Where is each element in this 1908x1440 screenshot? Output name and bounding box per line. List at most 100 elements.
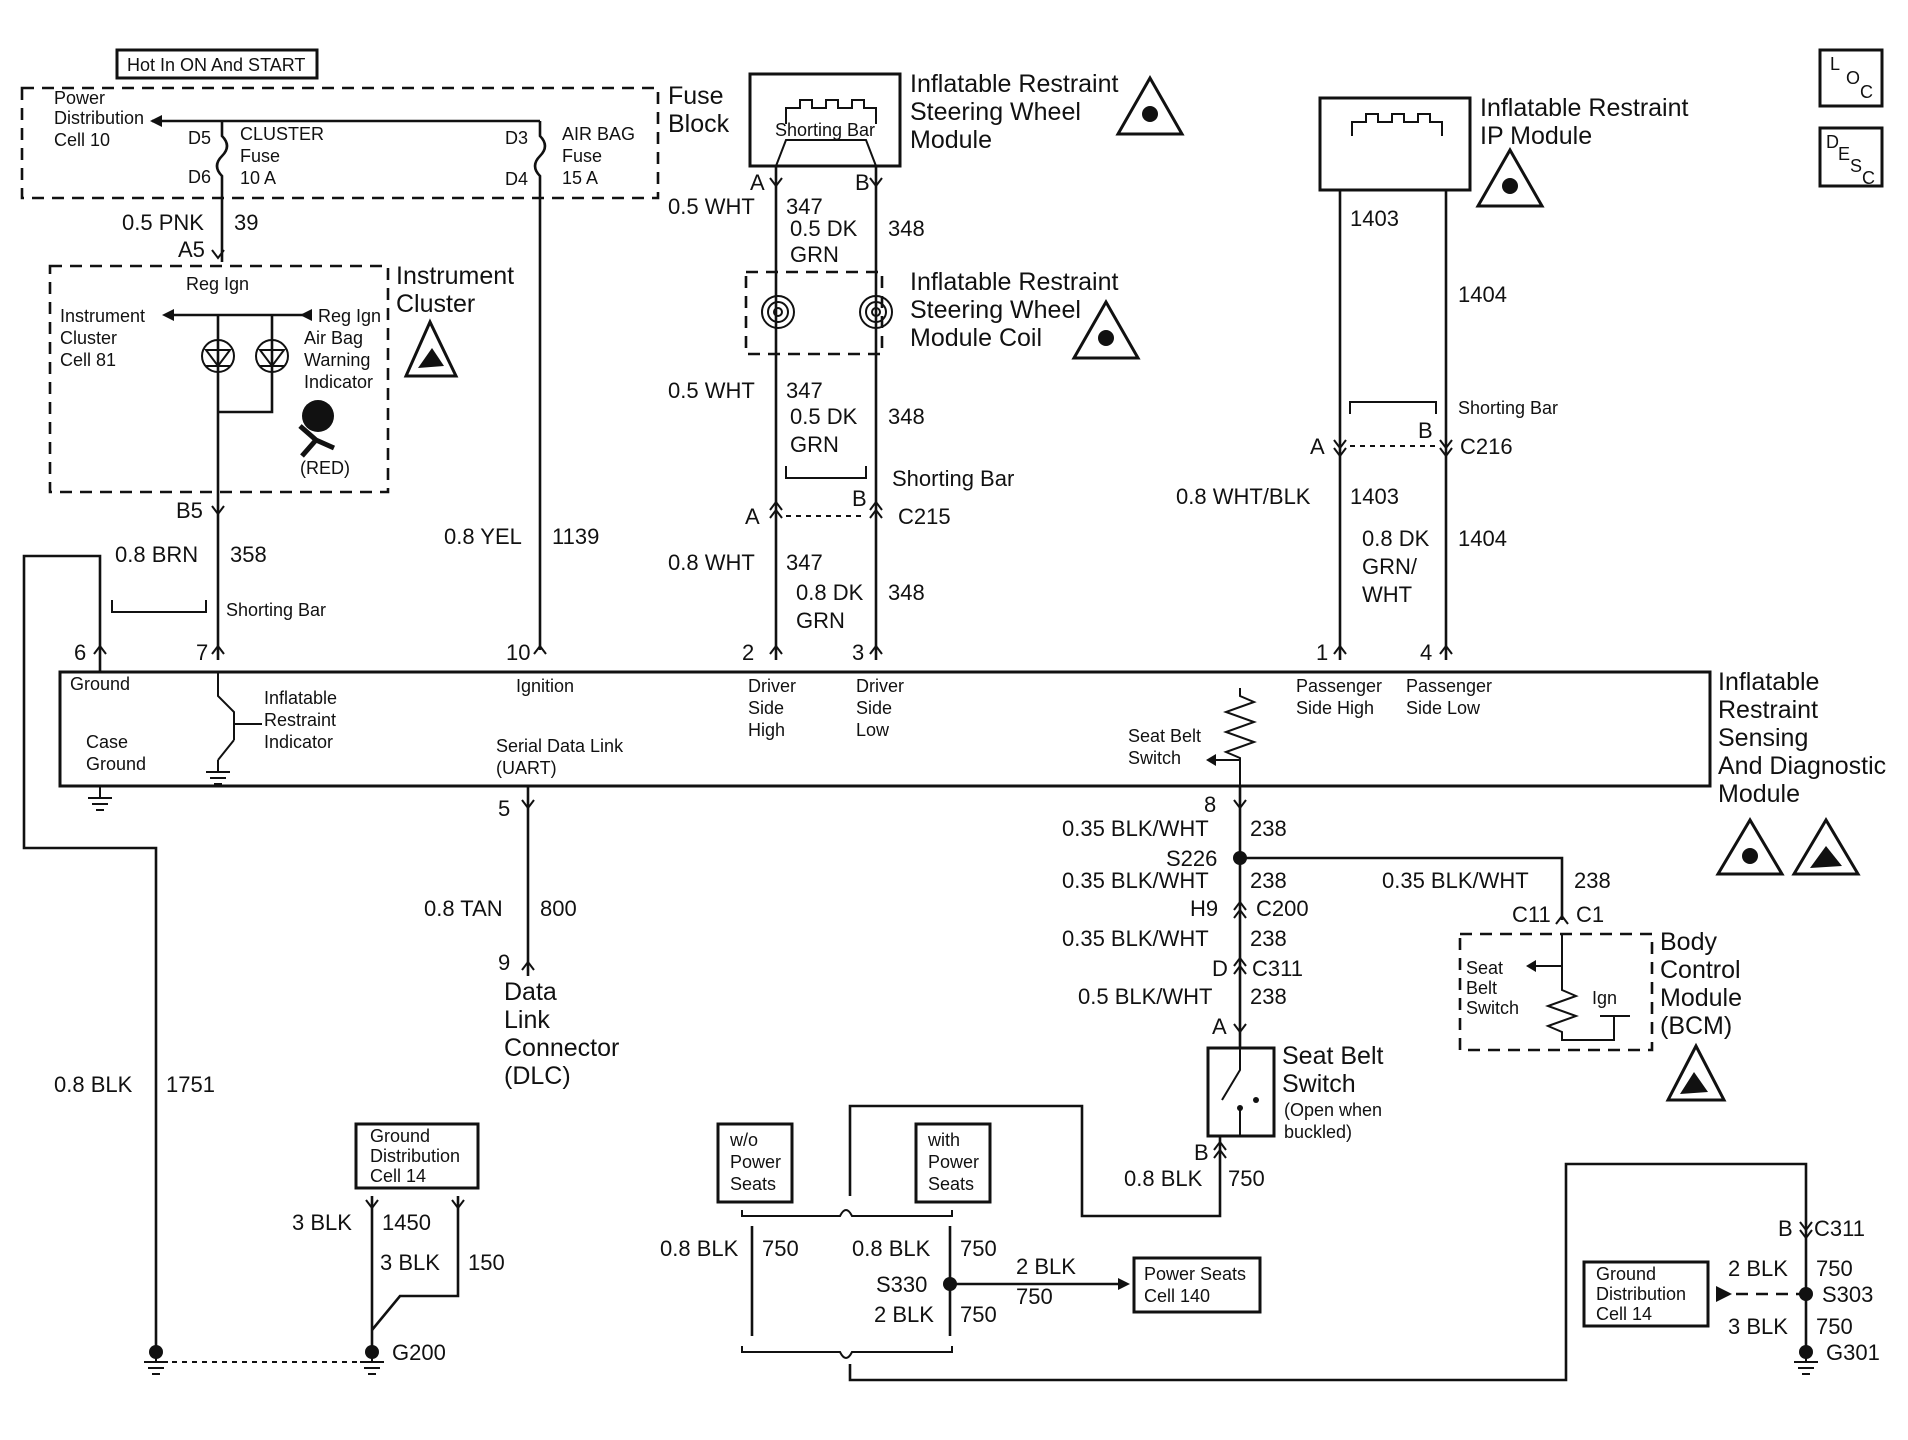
svg-text:O: O	[1846, 68, 1860, 88]
air-bag-warning-label-3: Indicator	[304, 372, 373, 392]
a5-label: A5	[178, 237, 205, 262]
c215-label: C215	[898, 504, 951, 529]
ground-icon	[206, 771, 230, 785]
hot-in-box	[115, 48, 319, 80]
red-label: (RED)	[300, 458, 350, 478]
ground-dist-2-label-3: Cell 14	[1596, 1304, 1652, 1324]
airbag-fuse-label: AIR BAG	[562, 124, 635, 144]
loc-button[interactable]: L O C	[1818, 48, 1884, 108]
d5-label: D5	[188, 128, 211, 148]
sdm-title-5: Module	[1718, 780, 1800, 808]
ground-icon	[1794, 1352, 1818, 1375]
sdm-seat-belt-label-2: Switch	[1128, 748, 1181, 768]
wire-1404-top-label: 1404	[1458, 282, 1507, 307]
wire-150-size: 3 BLK	[380, 1250, 440, 1275]
pin-7-label: 7	[196, 640, 208, 665]
pin-6-label: 6	[74, 640, 86, 665]
bcm-ign-label: Ign	[1592, 988, 1617, 1008]
svg-text:D: D	[1826, 132, 1839, 152]
sdm-iri-label: Inflatable	[264, 688, 337, 708]
wire-800-size: 0.8 TAN	[424, 896, 503, 921]
wo-power-seats-label-3: Seats	[730, 1174, 776, 1194]
wire-750-f-size: 2 BLK	[1728, 1256, 1788, 1281]
wire-750-b-size: 0.8 BLK	[660, 1236, 739, 1261]
sdm-psh-label-2: Side High	[1296, 698, 1374, 718]
switch-contact-icon	[1253, 1097, 1259, 1103]
bcm-seat-belt-label: Seat	[1466, 958, 1503, 978]
airbag-warning-icon-head	[1742, 848, 1758, 864]
instrument-cluster-label-2: Cluster	[396, 290, 475, 318]
c216-a-label: A	[1310, 434, 1325, 459]
wire-800-num: 800	[540, 896, 577, 921]
airbag-warning-icon	[1715, 817, 1785, 876]
pin-a-top-label: A	[750, 170, 765, 195]
esd-warning-icon-hand	[418, 348, 444, 368]
pin-b-top-label: B	[855, 170, 870, 195]
shorting-bar-3-label: Shorting Bar	[1458, 398, 1558, 418]
wire-348-mid-num: 348	[888, 404, 925, 429]
airbag-warning-icon-head	[1142, 106, 1158, 122]
sdm-title-4: And Diagnostic	[1718, 752, 1886, 780]
cluster-fuse-label: CLUSTER	[240, 124, 324, 144]
sdm-ground-label: Ground	[70, 674, 130, 694]
option-bracket-bottom	[741, 1346, 953, 1359]
wire-238-a-size: 0.35 BLK/WHT	[1062, 816, 1209, 841]
led-icon	[255, 339, 289, 373]
power-seats-cell-label-2: Cell 140	[1144, 1286, 1210, 1306]
esd-warning-icon-hand	[1680, 1072, 1708, 1094]
wire-348-bot-num: 348	[888, 580, 925, 605]
irswm-label-2: Steering Wheel	[910, 98, 1081, 126]
wire-750-g-size: 3 BLK	[1728, 1314, 1788, 1339]
wo-power-seats-label-2: Power	[730, 1152, 781, 1172]
b-c311-label: B	[1778, 1216, 1793, 1241]
power-distribution-label: Power	[54, 88, 105, 108]
splice-dot	[1799, 1287, 1813, 1301]
instrument-cluster-label: Instrument	[396, 262, 514, 290]
seat-belt-switch-contact	[1221, 1048, 1241, 1136]
d3-label: D3	[505, 128, 528, 148]
bcm-title: Body	[1660, 928, 1717, 956]
instrument-cluster-cell-label: Instrument	[60, 306, 145, 326]
coil-icon	[865, 301, 887, 323]
wire-348-top-size-2: GRN	[790, 242, 839, 267]
airbag-warning-icon-head	[1502, 178, 1518, 194]
dlc-label-2: Link	[504, 1006, 550, 1034]
pin-8-label: 8	[1204, 792, 1216, 817]
ic-led-wires	[216, 315, 274, 492]
connector-chevrons	[93, 177, 1813, 1240]
cluster-fuse-label-3: 10 A	[240, 168, 276, 188]
airbag-warning-icon	[1115, 74, 1185, 136]
sdm-case-ground-label-2: Ground	[86, 754, 146, 774]
steering-coil-outline	[744, 270, 884, 356]
bcm-title-3: Module	[1660, 984, 1742, 1012]
power-distribution-label-3: Cell 10	[54, 130, 110, 150]
c216-label: C216	[1460, 434, 1513, 459]
wire-1139-size: 0.8 YEL	[444, 524, 522, 549]
wire-1751-top	[22, 554, 158, 1350]
pin-10-label: 10	[506, 640, 530, 665]
power-distribution-label-2: Distribution	[54, 108, 144, 128]
s226-label: S226	[1166, 846, 1217, 871]
wire-1404-num: 1404	[1458, 526, 1507, 551]
coil-icon	[871, 307, 881, 317]
dlc-label-3: Connector	[504, 1034, 619, 1062]
arrow-right-icon	[1716, 1286, 1732, 1302]
wire-238-c-size: 0.35 BLK/WHT	[1062, 926, 1209, 951]
arrow-left-icon	[162, 309, 174, 321]
wire-238-e-num: 238	[1574, 868, 1611, 893]
wire-238-d-num: 238	[1250, 984, 1287, 1009]
coil-label-2: Steering Wheel	[910, 296, 1081, 324]
fuse-block-label: Fuse	[668, 82, 724, 110]
bcm-seat-belt-label-2: Belt	[1466, 978, 1497, 998]
wire-1450-size: 3 BLK	[292, 1210, 352, 1235]
fuse-block-outline	[20, 86, 660, 200]
power-seats-cell-box	[1132, 1256, 1262, 1314]
wire-348-top-size: 0.5 DK	[790, 216, 858, 241]
sdm-serial-data-label: Serial Data Link	[496, 736, 624, 756]
desc-button[interactable]: D E S C	[1818, 126, 1884, 188]
sdm-ignition-label: Ignition	[516, 676, 574, 696]
sdm-iri-label-3: Indicator	[264, 732, 333, 752]
sdm-dsh-label-2: Side	[748, 698, 784, 718]
d6-label: D6	[188, 167, 211, 187]
seat-belt-switch-label-2: Switch	[1282, 1070, 1356, 1098]
